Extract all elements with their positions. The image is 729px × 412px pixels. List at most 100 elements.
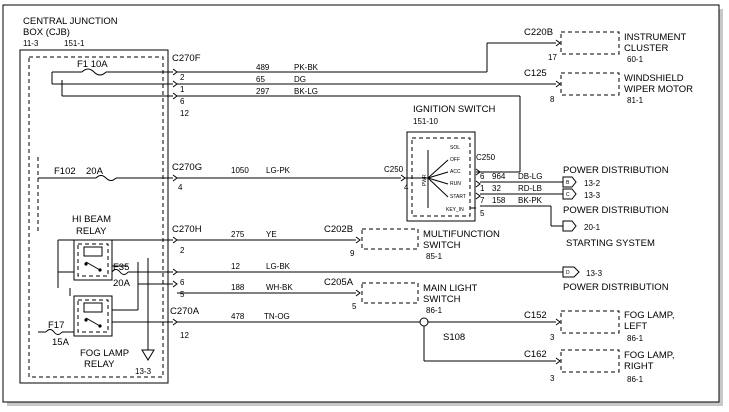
wire-circuit: 32 — [492, 184, 501, 193]
ignition-position: OFF — [450, 157, 460, 163]
pin-number: 9 — [350, 249, 355, 258]
wire-color: RD-LB — [518, 184, 542, 193]
destination-ref: 13-2 — [584, 179, 601, 188]
ignition-outputs: 6 1 7 5 964 DB-LG 32 RD-LB 158 BK-PK — [475, 168, 563, 227]
arrow-letter: C — [566, 192, 570, 198]
wire-color: BK-PK — [518, 196, 543, 205]
fuse-f1-circuit: F1 10A — [51, 59, 173, 97]
pin-number: 6 — [180, 278, 185, 287]
switch-contact — [427, 171, 449, 179]
fuse-f17-circuit: F17 15A — [38, 296, 173, 348]
pin-chevron — [355, 236, 361, 244]
pin-number: 5 — [352, 302, 357, 311]
power-distribution-2: POWER DISTRIBUTION 20-1 STARTING SYSTEM — [562, 205, 669, 249]
cjb-inner-boundary — [28, 56, 164, 378]
ignition-pwr-label: PWR — [422, 174, 428, 186]
connector-c270f-label: C270F — [172, 53, 201, 64]
power-distribution-label: POWER DISTRIBUTION — [563, 165, 669, 176]
pin-number: 3 — [550, 333, 555, 342]
pin-number: 12 — [180, 331, 189, 340]
pin-chevron — [355, 289, 361, 297]
pin-number: 6 — [480, 172, 485, 181]
pin-number: 8 — [550, 95, 555, 104]
fog-lamp-left-ref: 86-1 — [627, 334, 644, 343]
fuse-f35-symbol — [111, 269, 129, 275]
ignition-position: SOL — [450, 145, 460, 151]
fog-lamp-relay-inner — [77, 299, 109, 333]
fog-lamp-right-box — [560, 349, 620, 373]
splice-node — [419, 317, 429, 327]
cjb-title-line2: BOX (CJB) — [23, 27, 70, 38]
pin-chevron — [475, 168, 481, 176]
switch-contact — [427, 159, 449, 179]
fuse-f102-amp: 20A — [86, 166, 104, 177]
pin-chevron — [475, 180, 481, 188]
main-light-switch: C205A 5 MAIN LIGHT SWITCH 86-1 — [324, 277, 478, 315]
pin-number: 1 — [480, 184, 485, 193]
fog-lamp-relay: FOG LAMP RELAY — [73, 295, 129, 370]
diagram-frame — [2, 4, 720, 403]
splice-s108: S108 — [419, 317, 556, 362]
hi-beam-wiring — [57, 239, 173, 350]
connector-c270a: C270A 12 478 TN-OG — [170, 306, 556, 340]
ignition-switch-outer — [406, 131, 476, 222]
connector-c270a-label: C270A — [170, 306, 200, 317]
power-distribution-1: POWER DISTRIBUTION B 13-2 C 13-3 — [562, 165, 669, 200]
power-distribution-label: POWER DISTRIBUTION — [563, 205, 669, 216]
fuse-f1-symbol — [81, 68, 107, 76]
windshield-wiper-motor: C125 8 WINDSHIELD WIPER MOTOR 81-1 — [524, 68, 693, 105]
ignition-switch-inner — [411, 137, 471, 217]
hi-beam-relay: HI BEAM RELAY — [72, 214, 113, 281]
fog-lamp-left: C152 3 FOG LAMP, LEFT 86-1 — [524, 310, 675, 343]
wire-color: DG — [294, 75, 306, 84]
relay-contact-dot — [84, 318, 88, 322]
pin-number: 3 — [550, 374, 555, 383]
wire-circuit: 12 — [231, 262, 240, 271]
cjb-ref-1: 11-3 — [23, 39, 39, 48]
connector-c270h-label: C270H — [172, 224, 202, 235]
wiper-motor-box — [560, 72, 620, 96]
main-light-switch-box — [361, 282, 419, 304]
multifunction-switch-ref: 85-1 — [426, 252, 443, 261]
pin-number: 4 — [178, 183, 183, 192]
splice-s108-label: S108 — [443, 332, 465, 343]
fuse-f17-symbol — [45, 329, 63, 335]
instrument-cluster-box — [560, 31, 620, 55]
pin-chevron — [555, 357, 561, 365]
main-light-switch-ref: 86-1 — [426, 306, 443, 315]
cjb-outline — [19, 49, 169, 384]
wire-circuit: 1050 — [231, 166, 249, 175]
instrument-cluster-name-2: CLUSTER — [624, 43, 668, 54]
wiper-motor-name-2: WIPER MOTOR — [624, 84, 693, 95]
wire-color: BK-LG — [294, 87, 318, 96]
instrument-cluster: C220B 17 INSTRUMENT CLUSTER 60-1 — [524, 27, 686, 64]
main-light-switch-name-2: SWITCH — [423, 294, 461, 305]
multifunction-switch-name-2: SWITCH — [423, 240, 461, 251]
ignition-position: KEY_IN — [446, 207, 464, 213]
fuse-f17-amp: 15A — [52, 337, 70, 348]
central-junction-box: CENTRAL JUNCTION BOX (CJB) 11-3 151-1 — [19, 16, 169, 384]
fog-lamp-left-name-2: LEFT — [624, 321, 647, 332]
pin-number: 5 — [480, 209, 485, 218]
switch-contact — [427, 177, 449, 185]
multifunction-switch-box — [361, 228, 419, 250]
connector-c162-label: C162 — [524, 349, 547, 360]
ignition-switch-title: IGNITION SWITCH — [413, 104, 495, 115]
connector-c125-label: C125 — [524, 68, 547, 79]
hi-beam-relay-inner — [77, 243, 109, 277]
hi-beam-relay-label-2: RELAY — [76, 226, 107, 237]
wiper-motor-name-1: WINDSHIELD — [624, 73, 684, 84]
wire-color: LG-BK — [266, 262, 291, 271]
destination-ref: 13-3 — [586, 269, 603, 278]
pin-number: 2 — [180, 246, 185, 255]
instrument-cluster-ref: 60-1 — [627, 55, 644, 64]
power-distribution-label: POWER DISTRIBUTION — [563, 282, 669, 293]
main-light-switch-name-1: MAIN LIGHT — [423, 283, 478, 294]
pin-chevron — [475, 192, 481, 200]
wire-circuit: 65 — [256, 75, 265, 84]
hi-beam-relay-label-1: HI BEAM — [72, 214, 111, 225]
connector-c250-in-label: C250 — [384, 165, 404, 174]
pin-chevron — [555, 39, 561, 47]
ignition-position: RUN — [450, 181, 461, 187]
